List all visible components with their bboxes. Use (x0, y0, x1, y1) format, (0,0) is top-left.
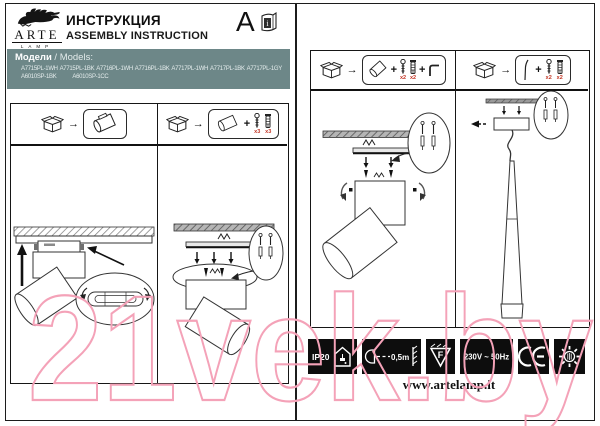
pendant-rod-icon (524, 59, 529, 81)
model-code: A7717PL-1GY (246, 65, 283, 72)
models-panel: Модели / Models: A7715PL-1WH A7715PL-1BK… (7, 49, 290, 89)
plus-sign: + (535, 64, 542, 76)
triangle-icon (429, 347, 452, 368)
box-icon (319, 61, 343, 78)
kit-box: + x3 (207, 109, 280, 139)
model-code: A7716PL-1BK (134, 65, 170, 72)
arrow-icon: → (500, 64, 512, 76)
models-label-en: / Models: (51, 52, 93, 63)
box-icon (41, 115, 64, 132)
screw-icon (254, 112, 260, 128)
plus-sign: + (243, 118, 251, 130)
step4-diagram (471, 91, 569, 319)
step4-panel: → + x2 (455, 51, 588, 327)
house-icon (334, 346, 351, 367)
model-code: A7715PL-1WH (21, 65, 58, 72)
qty-label: x2 (409, 74, 417, 81)
models-row-2: A6010SP-1BK A6010SP-1CC (15, 74, 282, 80)
hex-key-icon (429, 64, 440, 76)
model-code: A7717PL-1BK (209, 65, 245, 72)
badge-min-distance: 0,5m (362, 339, 421, 374)
step3-contents: → + (311, 51, 455, 91)
arrow-icon: → (346, 64, 358, 76)
screw-icon (400, 58, 406, 74)
screw-icon (546, 58, 552, 74)
step2-panel: → + (157, 104, 287, 383)
badge-light-source (554, 339, 585, 374)
box-icon (473, 61, 497, 78)
qty-label: x2 (545, 74, 552, 81)
step2-contents: → + (158, 104, 287, 146)
brand-subname: LAMP (20, 44, 54, 49)
qty-label: x2 (556, 74, 563, 81)
page-title-ru: ИНСТРУКЦИЯ (66, 13, 161, 28)
arrow-icon: → (192, 118, 204, 130)
ip20-text: IP20 (312, 352, 330, 362)
brand-logo: ARTE LAMP (12, 6, 62, 49)
plus-sign: + (390, 64, 397, 76)
lamp-distance-icon (364, 349, 376, 364)
step2-diagram (172, 223, 284, 356)
anchor-icon (410, 59, 416, 74)
winged-lion-icon (17, 8, 60, 27)
plus-sign: + (419, 64, 426, 76)
qty-label: x3 (265, 128, 272, 135)
page-title-en: ASSEMBLY INSTRUCTION (66, 30, 209, 42)
step1-diagram (13, 226, 155, 327)
box-icon (165, 115, 189, 132)
models-label: Модели / Models: (15, 52, 282, 63)
anchor-icon (556, 59, 563, 74)
model-code: A7716PL-1WH (96, 65, 133, 72)
steps-block-left: → (10, 103, 289, 384)
voltage-text: 230V ~ 50Hz (464, 353, 509, 362)
kit-box: + x2 (361, 55, 447, 85)
steps-block-right: → + (310, 50, 590, 328)
kit-box (83, 109, 127, 139)
qty-label: x3 (254, 128, 261, 135)
distance-text: 0,5m (391, 353, 409, 362)
step3-diagram (322, 112, 451, 280)
page-border (5, 3, 595, 421)
badge-f-mark: F (426, 339, 455, 374)
booklet-info-icon: i (260, 11, 279, 34)
model-code: A7717PL-1WH (171, 65, 209, 72)
model-code: A7715PL-1BK (59, 65, 95, 72)
website-url: www.artelamp.it (402, 377, 496, 392)
ce-text (531, 346, 546, 367)
qty-label: x2 (399, 74, 407, 81)
badge-ip-rating: IP20 (308, 339, 357, 374)
models-label-ru: Модели (15, 52, 52, 63)
brand-name: ARTE (12, 28, 62, 43)
sun-icon (559, 346, 580, 367)
models-row-1: A7715PL-1WH A7715PL-1BK A7716PL-1WH A771… (15, 66, 282, 72)
main-divider (295, 3, 297, 421)
step4-contents: → + x2 (456, 51, 588, 91)
spot-lamp-icon (217, 114, 238, 132)
kit-box: + x2 (515, 55, 571, 85)
step3-panel: → + (311, 51, 455, 327)
sheet-letter: A (236, 6, 255, 37)
step1-panel: → (11, 104, 157, 383)
model-code: A6010SP-1CC (72, 74, 109, 80)
spot-lamp-icon (368, 60, 387, 78)
f-text: F (438, 350, 444, 360)
badge-voltage: 230V ~ 50Hz (460, 339, 513, 374)
model-code: A6010SP-1BK (21, 74, 57, 80)
badge-ce-mark (518, 339, 549, 374)
arrow-icon: → (68, 118, 79, 130)
step1-contents: → (11, 104, 157, 146)
spot-lamp-icon (93, 112, 116, 133)
spec-badges-row: IP20 0,5m F (308, 339, 585, 374)
anchor-icon (265, 113, 272, 128)
svg-text:i: i (266, 19, 269, 28)
